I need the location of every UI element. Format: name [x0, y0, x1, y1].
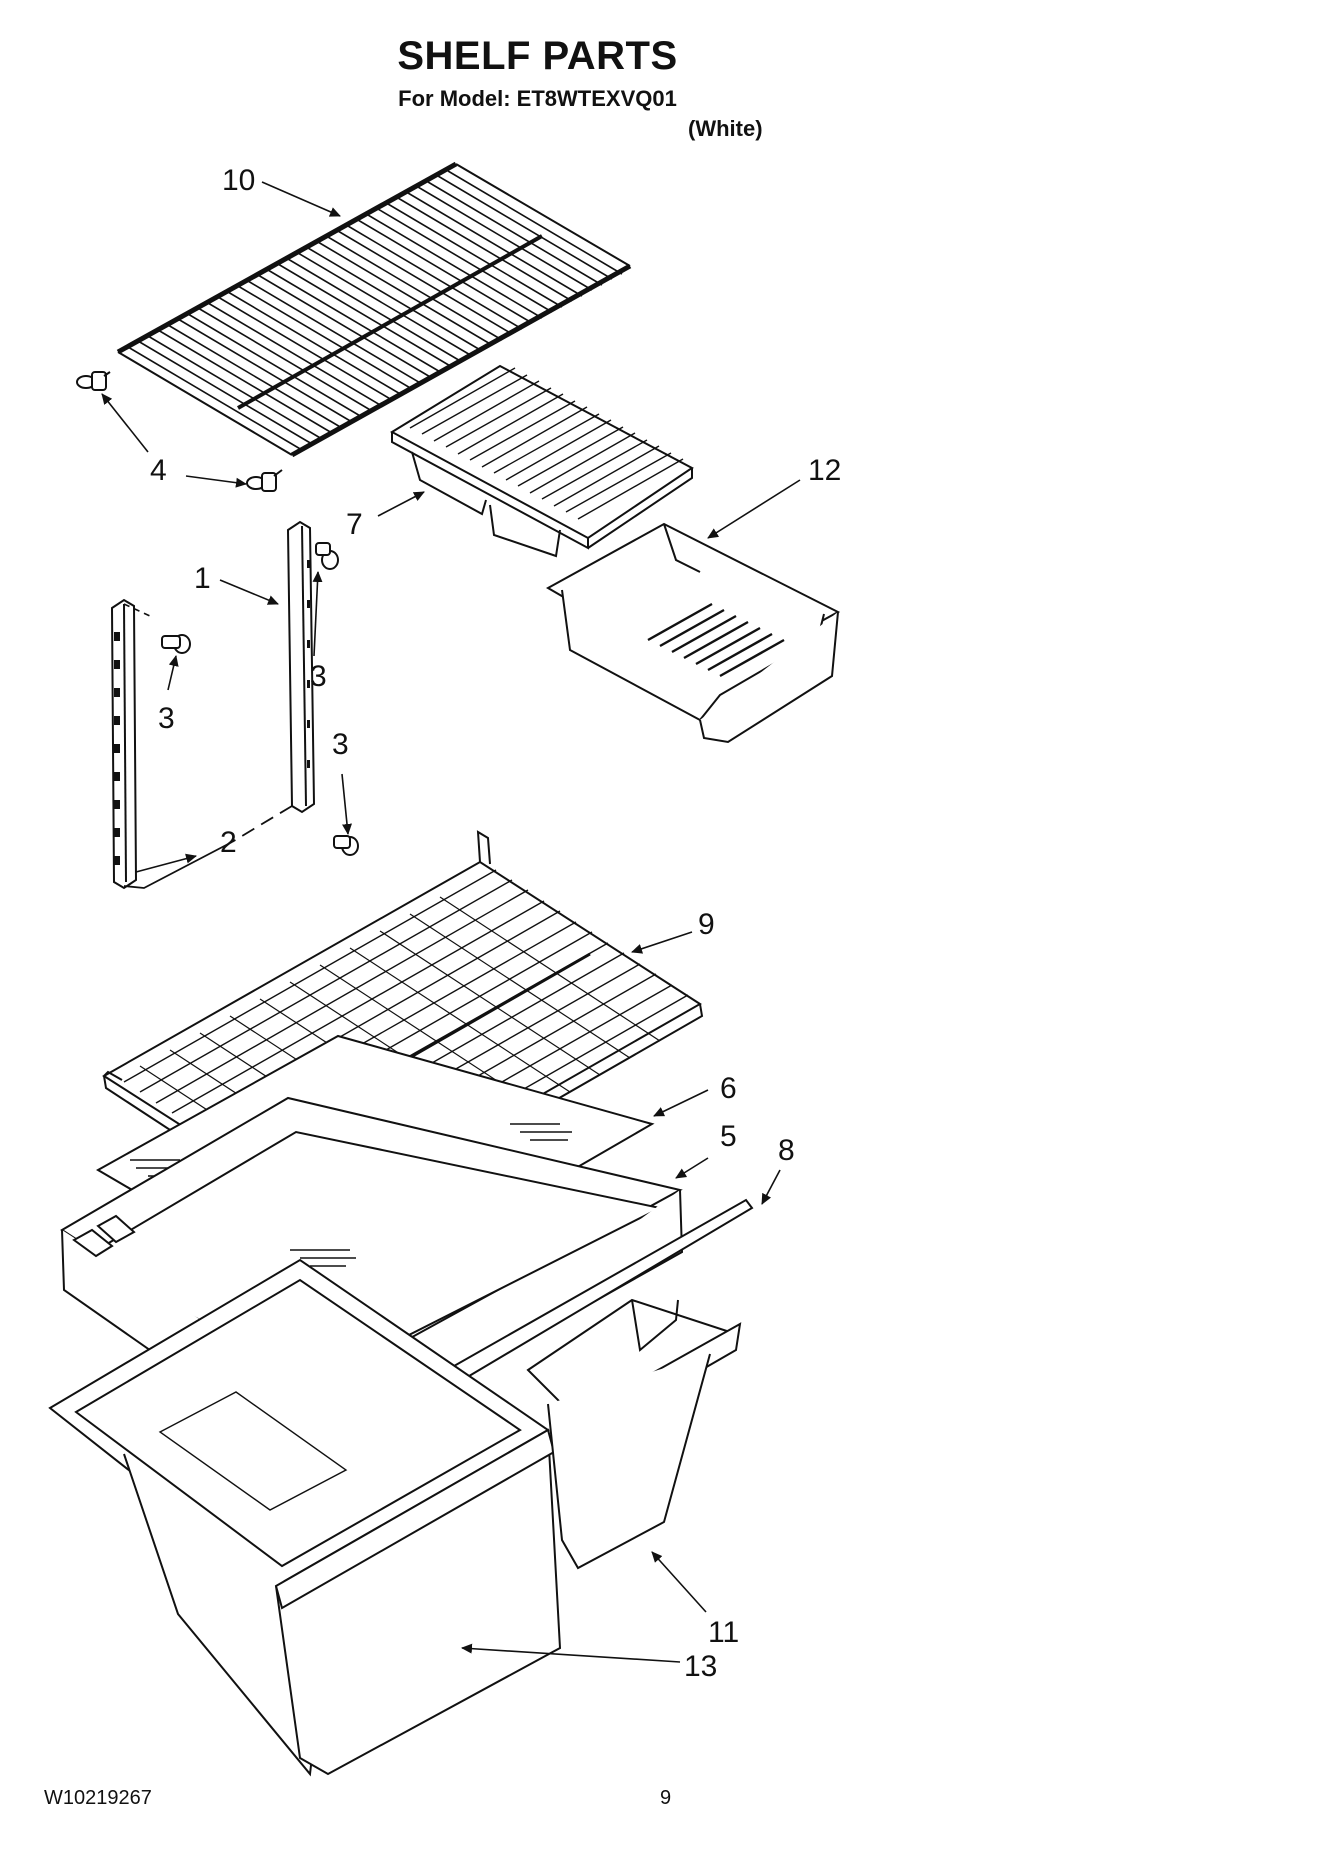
callout-1: 1 — [194, 562, 211, 595]
meat-pan — [545, 522, 841, 744]
callout-3-left: 3 — [158, 702, 175, 735]
callout-13: 13 — [684, 1650, 717, 1683]
pan-cover-shelf — [389, 364, 694, 558]
document-number: W10219267 — [44, 1787, 152, 1809]
model-line: For Model: ET8WTEXVQ01 — [398, 86, 677, 111]
screw-lower-right — [333, 835, 359, 856]
screw-upper-right — [315, 542, 339, 570]
callout-5: 5 — [720, 1120, 737, 1153]
wire-shelf-upper — [116, 161, 632, 458]
leader-lines — [101, 181, 801, 1663]
crisper-drawer-small — [526, 1298, 742, 1570]
callout-3-upper: 3 — [310, 660, 327, 693]
callout-10: 10 — [222, 164, 255, 197]
screw-left — [161, 634, 191, 654]
callout-9: 9 — [698, 908, 715, 941]
shelf-pin-left — [76, 371, 111, 391]
callout-2: 2 — [220, 826, 237, 859]
callout-7: 7 — [346, 508, 363, 541]
color-variant: (White) — [688, 116, 763, 141]
callout-12: 12 — [808, 454, 841, 487]
callout-3-lower: 3 — [332, 728, 349, 761]
callout-4: 4 — [150, 454, 167, 487]
crisper-drawer-large — [48, 1258, 562, 1777]
callout-11: 11 — [708, 1616, 739, 1649]
shelf-pin-right — [246, 469, 283, 492]
page-number: 9 — [660, 1787, 672, 1809]
callout-8: 8 — [778, 1134, 795, 1167]
page-title: SHELF PARTS — [397, 34, 678, 78]
shelf-rail-left — [110, 598, 138, 890]
shelf-rail-right — [286, 520, 316, 814]
callout-6: 6 — [720, 1072, 737, 1105]
